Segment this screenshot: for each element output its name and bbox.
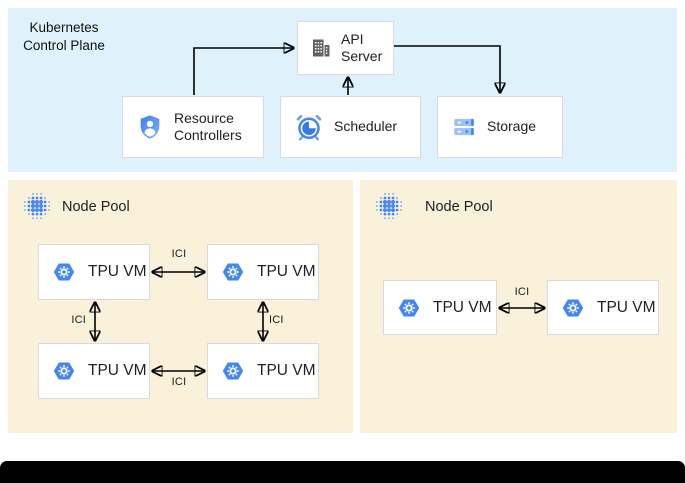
node-pool-right-label: Node Pool	[425, 199, 493, 215]
node-pool-dots-icon	[22, 191, 52, 221]
tpu-vm-label: TPU VM	[257, 362, 316, 380]
tpu-vm-label: TPU VM	[88, 362, 147, 380]
scheduler-node: Scheduler	[280, 96, 421, 158]
bottom-bar	[0, 461, 685, 483]
tpu-vm-node: TPU VM	[547, 280, 659, 335]
tpu-vm-label: TPU VM	[257, 263, 316, 281]
ici-label: ICI	[71, 314, 86, 326]
tpu-vm-label: TPU VM	[433, 298, 492, 316]
ici-label: ICI	[514, 286, 530, 298]
node-pool-dots-icon	[374, 191, 404, 221]
tpu-vm-node: TPU VM	[38, 244, 150, 300]
tpu-icon	[221, 260, 245, 284]
ici-label: ICI	[269, 314, 284, 326]
api-server-node: API Server	[297, 21, 394, 75]
resource-controllers-shield-icon	[140, 115, 160, 139]
tpu-vm-node: TPU VM	[383, 280, 497, 335]
tpu-icon	[52, 359, 76, 383]
tpu-icon	[52, 260, 76, 284]
tpu-vm-node: TPU VM	[207, 343, 319, 399]
ici-label: ICI	[171, 376, 187, 388]
api-server-label: API Server	[341, 30, 383, 65]
tpu-icon	[397, 296, 421, 320]
resource-controllers-node: Resource Controllers	[122, 96, 264, 158]
storage-node: Storage	[437, 96, 563, 158]
tpu-vm-node: TPU VM	[207, 244, 319, 300]
tpu-vm-label: TPU VM	[88, 263, 147, 281]
tpu-vm-node: TPU VM	[38, 343, 150, 399]
ici-label: ICI	[171, 248, 187, 260]
control-plane-title: Kubernetes Control Plane	[23, 20, 105, 53]
storage-disks-icon	[454, 118, 474, 136]
resource-controllers-label: Resource Controllers	[174, 109, 242, 144]
storage-label: Storage	[487, 118, 537, 135]
node-pool-left-label: Node Pool	[62, 199, 130, 215]
scheduler-label: Scheduler	[334, 118, 398, 135]
api-server-building-icon	[313, 39, 330, 57]
tpu-icon	[221, 359, 245, 383]
tpu-icon	[561, 296, 585, 320]
tpu-vm-label: TPU VM	[597, 298, 656, 316]
scheduler-clock-icon	[296, 114, 322, 141]
